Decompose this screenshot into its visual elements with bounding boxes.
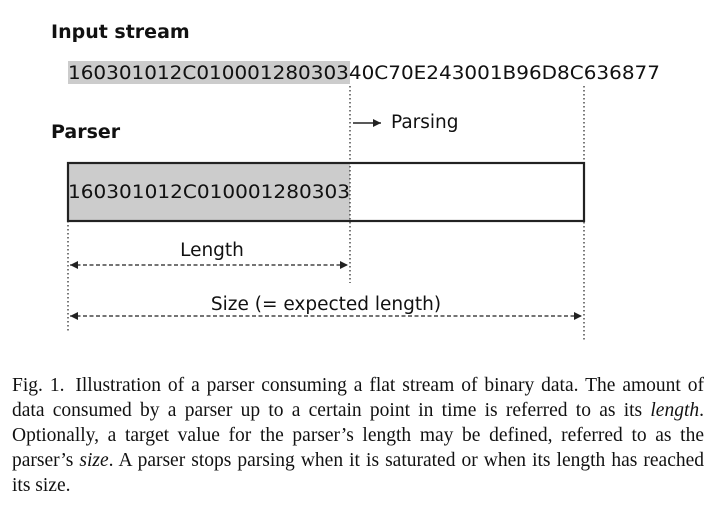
input-consumed-text: 160301012C01000128030 xyxy=(68,63,336,84)
caption-term-size: size xyxy=(79,450,109,471)
caption-term-length: length xyxy=(650,400,700,421)
size-label: Size (= expected length) xyxy=(211,294,441,315)
input-remaining-text: 40C70E243001B96D8C636877 xyxy=(349,63,660,84)
input-stream-title: Input stream xyxy=(51,21,190,43)
input-consumed-highlight xyxy=(68,61,350,84)
parsing-label: Parsing xyxy=(391,112,459,133)
parser-buffer-box xyxy=(66,161,586,223)
parser-title: Parser xyxy=(51,121,121,143)
length-label: Length xyxy=(180,240,244,261)
figure-label: Fig. 1. xyxy=(12,375,65,396)
parser-filled-region xyxy=(68,163,350,221)
input-boundary-char: 3 xyxy=(336,63,349,84)
caption-text-part1: Illustration of a parser consuming a fla… xyxy=(12,375,704,421)
figure-caption: Fig. 1. Illustration of a parser consumi… xyxy=(12,373,704,498)
caption-text-part2: . Optionally, a target value for the par… xyxy=(12,400,704,471)
parser-content-text: 160301012C010001280303 xyxy=(68,182,350,203)
caption-text-part3: . A parser stops parsing when it is satu… xyxy=(12,450,704,496)
